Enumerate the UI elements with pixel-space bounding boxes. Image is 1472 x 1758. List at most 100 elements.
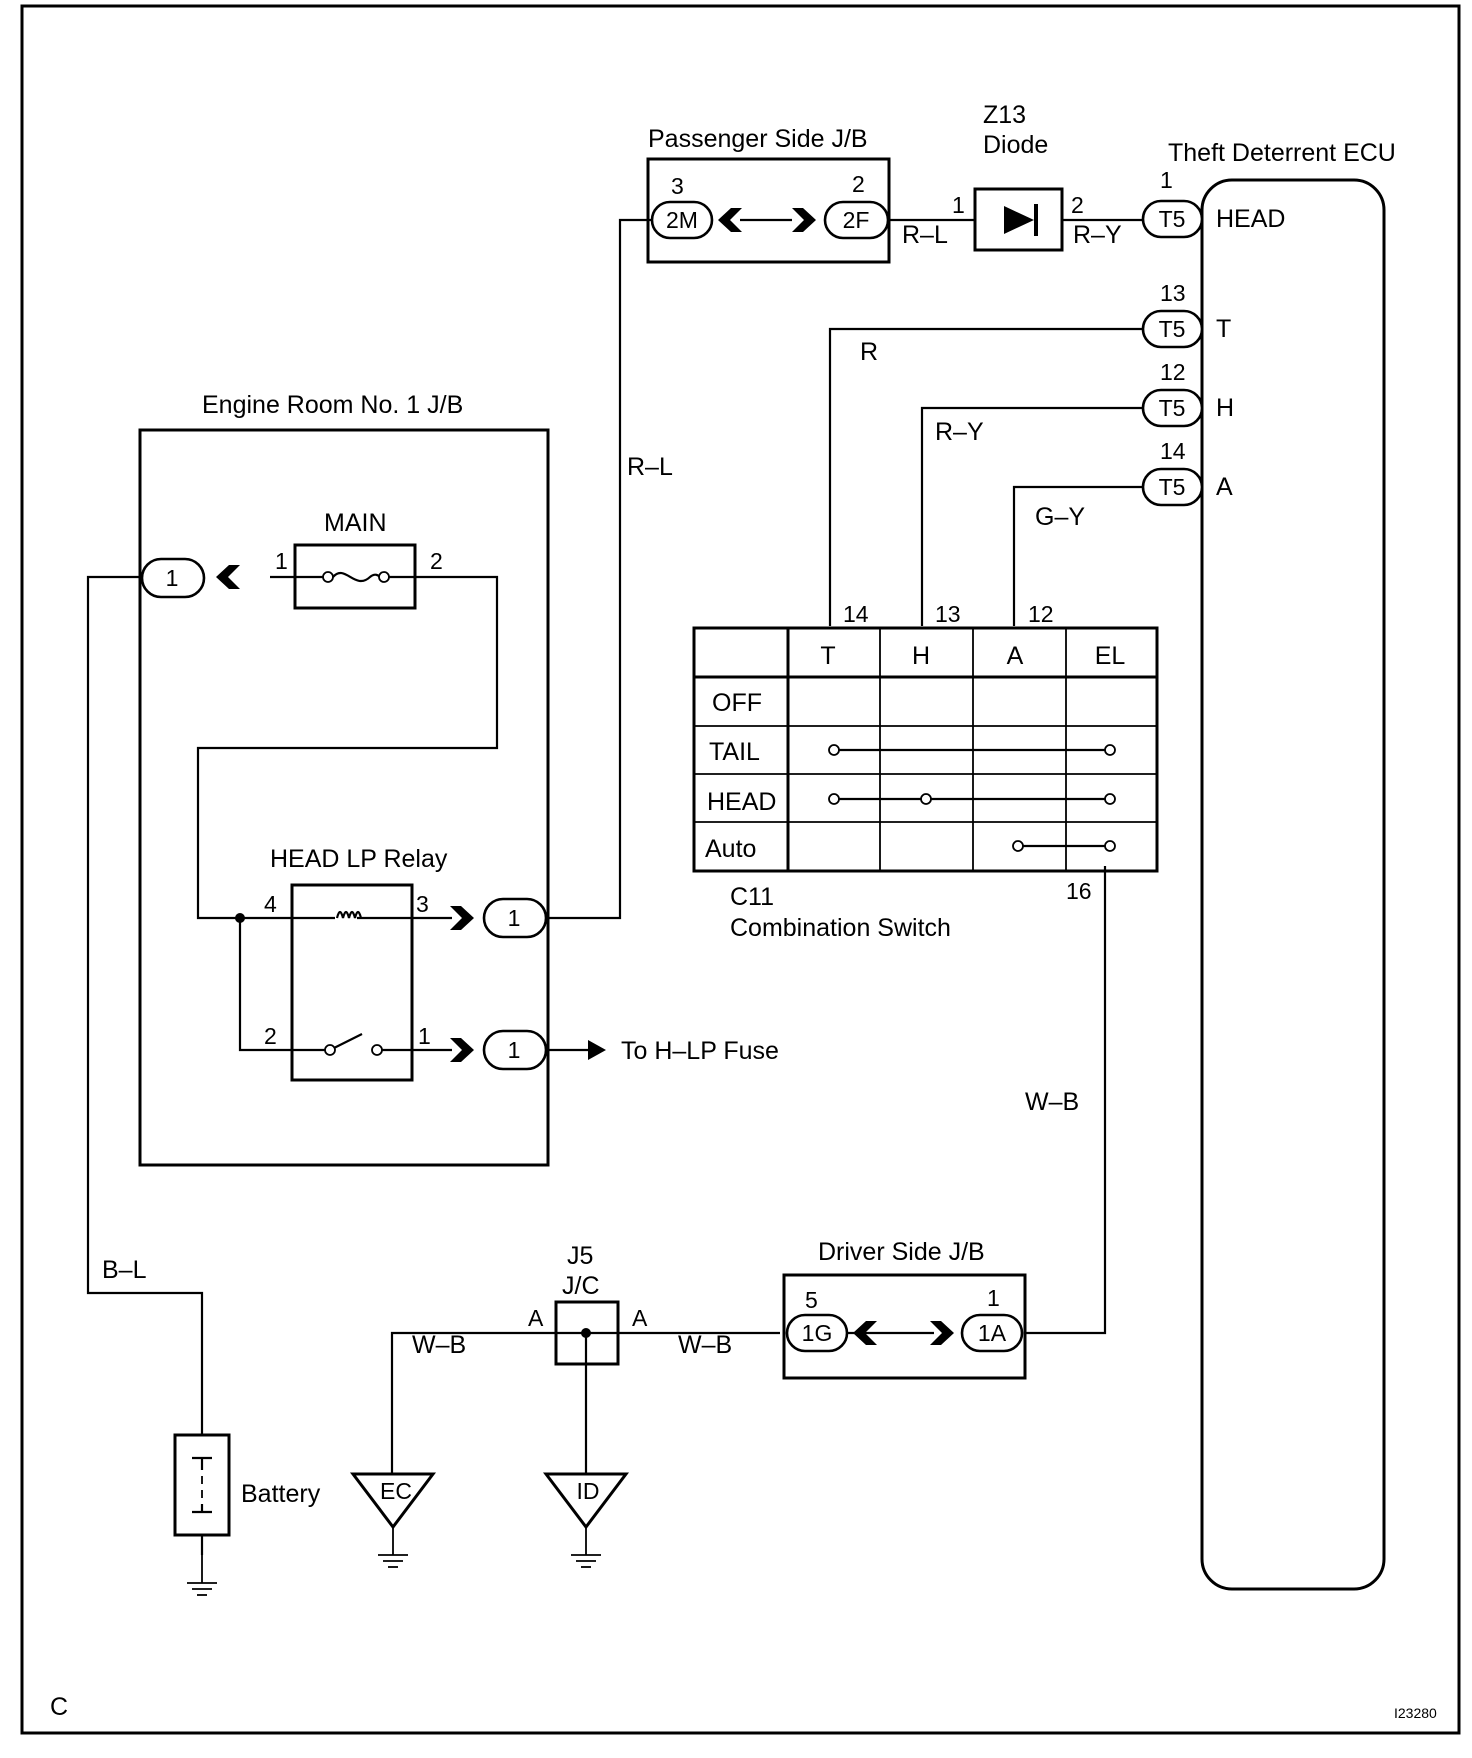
connector-t5-a-label: T5 bbox=[1159, 474, 1186, 500]
wire-label-ry-top: R–Y bbox=[1073, 221, 1122, 249]
ecu-term-a: A bbox=[1216, 473, 1233, 501]
ecu-pin-12-num: 12 bbox=[1160, 359, 1186, 385]
connector-main-1-label: 1 bbox=[166, 565, 179, 591]
switch-pin-16: 16 bbox=[1066, 878, 1092, 904]
passenger-jb-title: Passenger Side J/B bbox=[648, 125, 868, 153]
wire-label-rl-top: R–L bbox=[902, 221, 948, 249]
ground-icon bbox=[570, 1526, 602, 1568]
junction-pin-right: A bbox=[632, 1305, 648, 1331]
ground-ec-label: EC bbox=[380, 1478, 412, 1504]
ecu-term-h: H bbox=[1216, 394, 1234, 422]
connector-t5-h-label: T5 bbox=[1159, 395, 1186, 421]
ecu-title: Theft Deterrent ECU bbox=[1168, 139, 1396, 167]
diode-title-1: Z13 bbox=[983, 101, 1026, 129]
relay-pin-1: 1 bbox=[418, 1023, 431, 1049]
switch-row-off: OFF bbox=[712, 689, 762, 717]
driver-jb-title: Driver Side J/B bbox=[818, 1238, 985, 1266]
driver-jb-box bbox=[782, 1273, 1027, 1380]
chevron-right-icon bbox=[450, 1038, 474, 1062]
switch-row-tail: TAIL bbox=[709, 738, 760, 766]
ecu-term-head: HEAD bbox=[1216, 205, 1285, 233]
wire-label-rl-vertical: R–L bbox=[627, 453, 673, 481]
connector-1g-label: 1G bbox=[802, 1320, 833, 1346]
figure-id: I23280 bbox=[1394, 1705, 1437, 1721]
switch-title: Combination Switch bbox=[730, 914, 951, 942]
connector-1a bbox=[960, 1313, 1024, 1353]
connector-t5-t bbox=[1141, 309, 1204, 349]
switch-row-head: HEAD bbox=[707, 788, 776, 816]
switch-col-h: H bbox=[912, 642, 930, 670]
switch-pin-14: 14 bbox=[843, 601, 869, 627]
chevron-right-icon bbox=[450, 906, 474, 930]
connector-t5-h bbox=[1141, 388, 1204, 428]
ecu-pin-1-num: 1 bbox=[1160, 167, 1173, 193]
connector-t5-head-label: T5 bbox=[1159, 206, 1186, 232]
battery-box bbox=[173, 1433, 231, 1537]
combination-switch: 14 13 12 T H A EL OFF TAIL HEAD Auto 16 bbox=[692, 601, 1159, 942]
relay-pin-2: 2 bbox=[264, 1023, 277, 1049]
chevron-right-icon bbox=[792, 208, 816, 232]
switch-col-t: T bbox=[820, 642, 835, 670]
chevron-left-icon bbox=[718, 208, 742, 232]
driver-side-jb: Driver Side J/B 5 1 1G 1A bbox=[782, 1238, 1027, 1380]
connector-1a-label: 1A bbox=[978, 1320, 1007, 1346]
corner-letter: C bbox=[50, 1693, 68, 1721]
junction-connector: J5 J/C A A bbox=[528, 1242, 648, 1366]
passenger-jb-box bbox=[646, 157, 891, 264]
relay-pin-3: 3 bbox=[416, 891, 429, 917]
connector-2f bbox=[823, 200, 890, 240]
head-lp-relay: HEAD LP Relay 4 3 2 1 1 1 To H–LP Fuse bbox=[235, 845, 779, 1082]
wire-label-ry: R–Y bbox=[935, 418, 984, 446]
fuse-pin-right: 2 bbox=[430, 548, 443, 574]
relay-title: HEAD LP Relay bbox=[270, 845, 448, 873]
wires bbox=[86, 218, 1145, 1474]
ground-icon bbox=[186, 1554, 218, 1596]
passenger-side-jb: Passenger Side J/B 3 2 2M 2F bbox=[646, 125, 891, 264]
ecu-box bbox=[1200, 178, 1386, 1591]
driver-jb-pin-right: 1 bbox=[987, 1285, 1000, 1311]
connector-2f-label: 2F bbox=[843, 207, 870, 233]
connector-t5-a bbox=[1141, 467, 1204, 507]
wire-label-wb-right: W–B bbox=[678, 1331, 732, 1359]
battery-label: Battery bbox=[241, 1480, 321, 1508]
diode-title-2: Diode bbox=[983, 131, 1048, 159]
wire-label-r: R bbox=[860, 338, 878, 366]
connector-2m-label: 2M bbox=[666, 207, 698, 233]
outer-frame bbox=[20, 4, 1461, 1735]
switch-code: C11 bbox=[730, 883, 774, 911]
relay-switch-icon bbox=[333, 1033, 363, 1049]
diode-box bbox=[973, 187, 1064, 252]
switch-table bbox=[692, 626, 1159, 873]
wire-label-bl: B–L bbox=[102, 1256, 147, 1284]
junction-title-2: J/C bbox=[562, 1272, 600, 1300]
diode-icon bbox=[1004, 206, 1034, 234]
switch-col-a: A bbox=[1007, 642, 1024, 670]
chevron-left-icon bbox=[216, 565, 240, 589]
connector-1g bbox=[785, 1313, 849, 1353]
driver-jb-pin-left: 5 bbox=[805, 1287, 818, 1313]
junction-title-1: J5 bbox=[567, 1242, 593, 1270]
switch-row-auto: Auto bbox=[705, 835, 756, 863]
wire-label-wb-left: W–B bbox=[412, 1331, 466, 1359]
connector-main-1 bbox=[140, 557, 206, 599]
connector-t5-t-label: T5 bbox=[1159, 316, 1186, 342]
ground-triangle-icon bbox=[349, 1472, 437, 1530]
ground-id: ID bbox=[542, 1472, 630, 1568]
fuse-pin-left: 1 bbox=[275, 548, 288, 574]
ecu-pin-13-num: 13 bbox=[1160, 280, 1186, 306]
battery: Battery bbox=[173, 1433, 321, 1596]
ecu-pin-14-num: 14 bbox=[1160, 438, 1186, 464]
junction-pin-left: A bbox=[528, 1305, 544, 1331]
ground-triangle-icon bbox=[542, 1472, 630, 1530]
engine-room-jb: Engine Room No. 1 J/B MAIN 1 2 1 bbox=[138, 391, 550, 1167]
connector-2m bbox=[650, 200, 714, 240]
theft-deterrent-ecu: Theft Deterrent ECU 1 T5 HEAD 13 T5 T 12… bbox=[1141, 139, 1396, 1591]
diode-pin-in: 1 bbox=[952, 192, 965, 218]
passenger-jb-pin-left: 3 bbox=[671, 173, 684, 199]
ground-icon bbox=[377, 1526, 409, 1568]
switch-col-el: EL bbox=[1095, 642, 1126, 670]
engine-jb-box bbox=[138, 428, 550, 1167]
switch-pin-13: 13 bbox=[935, 601, 961, 627]
diode-pin-out: 2 bbox=[1071, 192, 1084, 218]
ground-id-label: ID bbox=[577, 1478, 600, 1504]
